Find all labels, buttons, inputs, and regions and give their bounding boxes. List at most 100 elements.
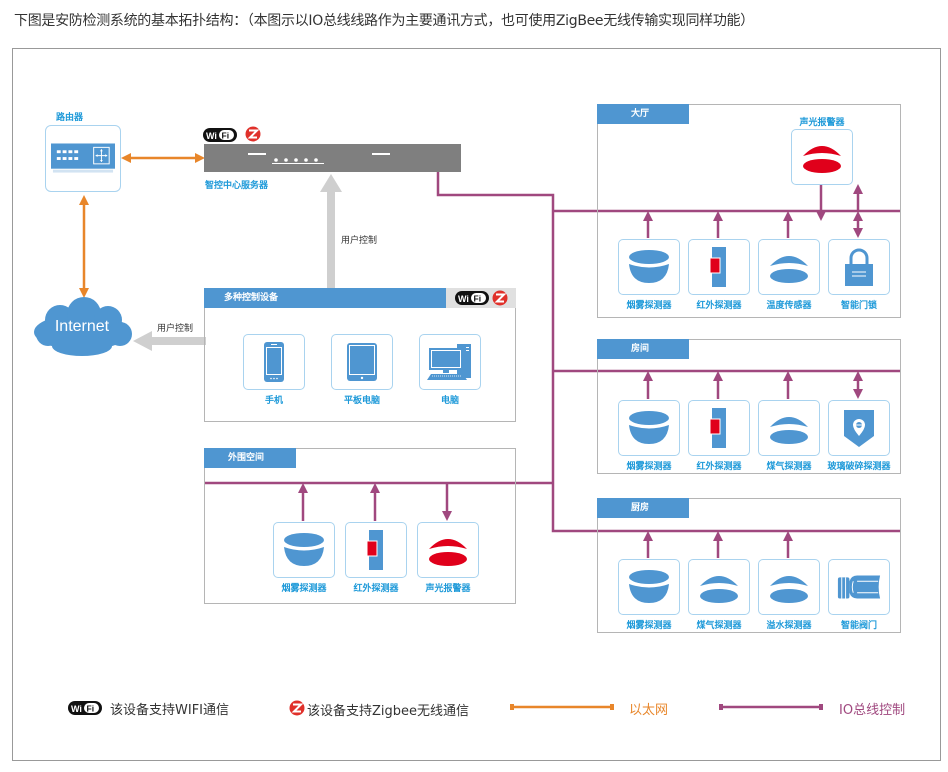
- glass-break-detector-icon: [842, 408, 876, 448]
- io-bus-trunk: [436, 172, 901, 533]
- smoke-detector-icon: [627, 249, 671, 285]
- room-panel-kitchen: 厨房 烟雾探测器 煤气探测器 溢水探测器 智能阀门: [597, 498, 901, 633]
- computer-icon: [427, 342, 473, 382]
- device-label: 声光报警器: [425, 584, 471, 594]
- server-led-bar: [248, 153, 266, 155]
- legend-zigbee-icon-wrap: [289, 700, 305, 720]
- device-card[interactable]: [273, 522, 335, 578]
- device-label: 煤气探测器: [766, 462, 812, 472]
- user-control-arrow-left-head: [133, 331, 152, 351]
- infrared-detector-icon: [709, 247, 729, 287]
- control-devices-title: 多种控制设备: [204, 288, 446, 308]
- smoke-detector-icon: [627, 410, 671, 446]
- device-card[interactable]: [417, 522, 479, 578]
- user-control-label-up: 用户控制: [341, 236, 378, 246]
- device-card[interactable]: [618, 559, 680, 615]
- diagram-frame: [12, 48, 941, 761]
- device-card[interactable]: [758, 239, 820, 295]
- device-label: 煤气探测器: [696, 621, 742, 631]
- device-label: 红外探测器: [696, 301, 742, 311]
- device-label: 智能阀门: [840, 621, 877, 631]
- infrared-detector-icon: [709, 408, 729, 448]
- server-badges: [203, 126, 261, 146]
- user-control-arrow-left-shaft: [150, 337, 206, 345]
- device-card[interactable]: [828, 559, 890, 615]
- room-title: 房间: [597, 339, 689, 359]
- device-card[interactable]: [758, 559, 820, 615]
- device-label: 烟雾探测器: [281, 584, 327, 594]
- device-card[interactable]: [419, 334, 481, 390]
- device-card[interactable]: [828, 400, 890, 456]
- legend-wifi-icon-wrap: [68, 700, 102, 719]
- cloud-icon: [34, 297, 132, 356]
- internet-cloud[interactable]: Internet: [28, 294, 136, 358]
- device-card[interactable]: [618, 239, 680, 295]
- device-label: 智能门锁: [840, 301, 877, 311]
- device-card[interactable]: [688, 239, 750, 295]
- device-label: 手机: [264, 396, 283, 406]
- device-label: 温度传感器: [766, 301, 812, 311]
- wifi-icon: [68, 701, 102, 715]
- zigbee-icon: [492, 290, 508, 306]
- device-card[interactable]: [688, 559, 750, 615]
- control-center-server[interactable]: [204, 144, 461, 172]
- zigbee-icon: [289, 700, 305, 716]
- user-control-label-left: 用户控制: [157, 324, 194, 334]
- device-card[interactable]: [791, 129, 853, 185]
- zigbee-icon: [245, 126, 261, 142]
- control-devices-badges: [446, 288, 516, 308]
- device-label: 烟雾探测器: [626, 301, 672, 311]
- user-control-arrow-up-head: [320, 174, 342, 192]
- room-panel-bedroom: 房间 烟雾探测器 红外探测器 煤气探测器 玻璃破碎探测器: [597, 339, 901, 474]
- device-label: 烟雾探测器: [626, 462, 672, 472]
- alarm-icon: [426, 532, 470, 568]
- tablet-icon: [346, 342, 378, 382]
- smoke-detector-icon: [627, 569, 671, 605]
- legend-wifi-text: 该设备支持WIFI通信: [110, 703, 229, 718]
- router-icon: [51, 143, 115, 175]
- legend-zigbee-text: 该设备支持Zigbee无线通信: [307, 704, 470, 719]
- server-ports: [272, 150, 328, 169]
- valve-icon: [836, 571, 882, 603]
- device-card[interactable]: [688, 400, 750, 456]
- wifi-icon: [455, 291, 489, 305]
- outer-space-title: 外围空间: [204, 448, 296, 468]
- legend-io-bus-text: IO总线控制: [839, 703, 906, 718]
- server-label: 智控中心服务器: [205, 181, 269, 191]
- router-label: 路由器: [56, 113, 84, 123]
- gas-detector-icon: [767, 410, 811, 446]
- router-card[interactable]: [45, 125, 121, 192]
- device-label: 声光报警器: [799, 118, 845, 128]
- page-title: 下图是安防检测系统的基本拓扑结构：（本图示以IO总线线路作为主要通讯方式，也可使…: [14, 13, 754, 29]
- device-card[interactable]: [828, 239, 890, 295]
- water-leak-detector-icon: [767, 569, 811, 605]
- infrared-detector-icon: [366, 530, 386, 570]
- server-led-bar: [372, 153, 390, 155]
- temperature-sensor-icon: [767, 249, 811, 285]
- room-title: 大厅: [597, 104, 689, 124]
- device-label: 平板电脑: [343, 396, 380, 406]
- device-card[interactable]: [758, 400, 820, 456]
- device-label: 烟雾探测器: [626, 621, 672, 631]
- internet-label: Internet: [54, 318, 110, 335]
- wifi-icon: [203, 128, 237, 142]
- device-label: 玻璃破碎探测器: [827, 462, 891, 472]
- device-label: 红外探测器: [353, 584, 399, 594]
- gas-detector-icon: [697, 569, 741, 605]
- room-panel-hall: 大厅 烟雾探测器 红外探测器 温度传感器 智能门锁 声光报警器: [597, 104, 901, 318]
- outer-space-panel: 外围空间 烟雾探测器 红外探测器 声光报警器: [204, 448, 516, 604]
- device-card[interactable]: [243, 334, 305, 390]
- device-label: 红外探测器: [696, 462, 742, 472]
- device-label: 电脑: [440, 396, 459, 406]
- device-label: 溢水探测器: [766, 621, 812, 631]
- device-card[interactable]: [345, 522, 407, 578]
- legend-ethernet-text: 以太网: [629, 703, 669, 718]
- smoke-detector-icon: [282, 532, 326, 568]
- lock-icon: [842, 247, 876, 287]
- alarm-icon: [800, 139, 844, 175]
- device-card[interactable]: [331, 334, 393, 390]
- device-card[interactable]: [618, 400, 680, 456]
- phone-icon: [263, 341, 285, 383]
- room-title: 厨房: [597, 498, 689, 518]
